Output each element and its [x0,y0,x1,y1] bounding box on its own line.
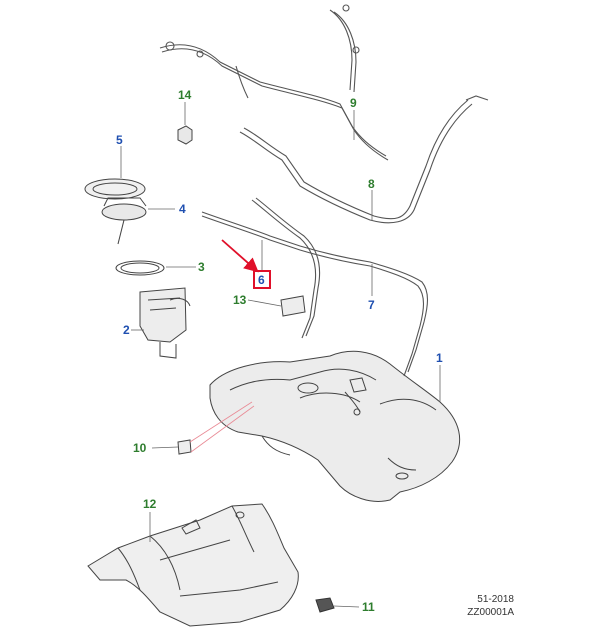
callout-2: 2 [123,323,130,337]
callout-8: 8 [368,177,375,191]
callout-13: 13 [233,293,247,307]
footer-date: 51-2018 [477,594,514,605]
callout-14: 14 [178,88,192,102]
callout-3: 3 [198,260,205,274]
callout-5: 5 [116,133,123,147]
callout-11: 11 [362,600,375,614]
callout-9: 9 [350,96,357,110]
retaining-clip [315,597,335,613]
highlight-box [253,270,271,289]
underbody-shield [87,503,299,627]
footer-code: ZZ00001A [467,607,514,618]
fuel-lines [159,4,489,377]
leader-lines [120,102,441,608]
label-leader-dashed [189,401,255,453]
pump-module [84,178,191,359]
callout-10: 10 [133,441,147,455]
label-plate [280,295,306,317]
callout-12: 12 [143,497,157,511]
callout-7: 7 [368,298,375,312]
grommet [177,125,193,145]
fuel-tank [209,350,461,502]
highlight-arrow [221,239,259,273]
callout-4: 4 [179,202,186,216]
callout-1: 1 [436,351,443,365]
tank-label [177,439,192,455]
callout-6: 6 [258,273,265,287]
